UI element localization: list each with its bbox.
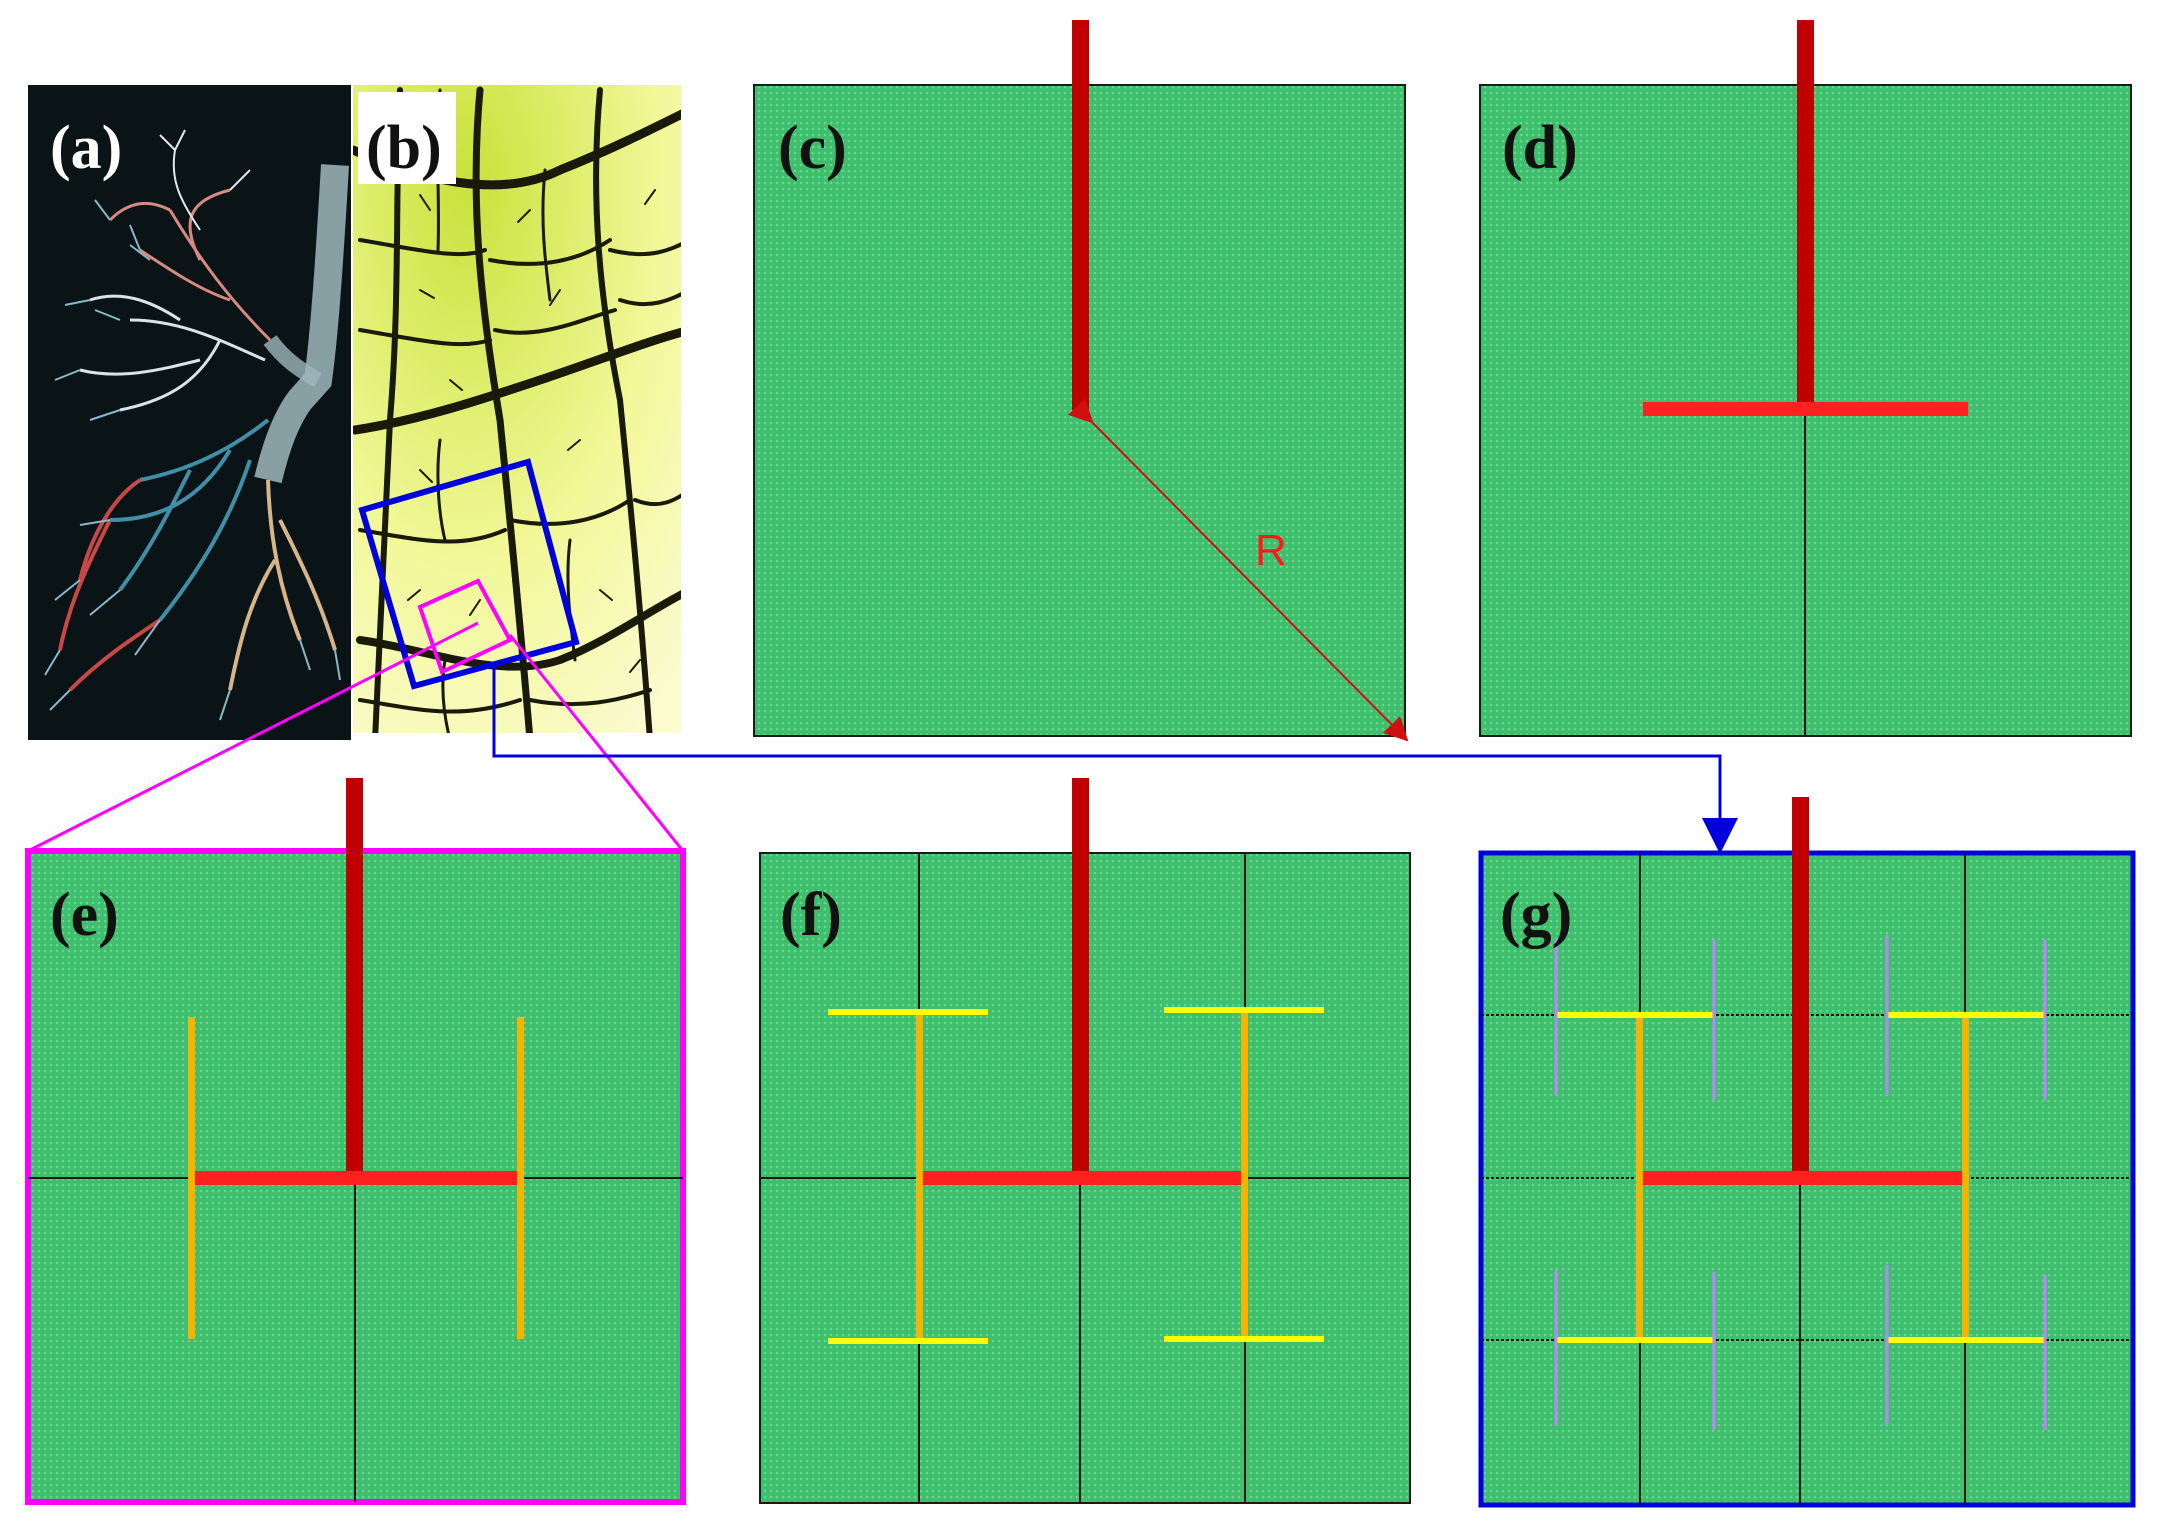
panel-a: (a) (28, 85, 351, 740)
connector-lines (27, 621, 1738, 854)
branch-f-level3-bl (828, 1338, 988, 1344)
branch-g-level3-tl (1556, 1012, 1714, 1018)
branches-g-level4 (1554, 935, 2047, 1430)
branch-f-level1 (919, 1171, 1245, 1185)
panel-c: R (c) (753, 20, 1409, 742)
branch-f-level3-tr (1164, 1007, 1324, 1013)
trunk-e (346, 778, 363, 1178)
trunk-c (1072, 20, 1089, 410)
radius-label: R (1255, 526, 1287, 575)
panel-label-a: (a) (50, 114, 122, 182)
magenta-magnify-box (417, 578, 513, 675)
magnify-connector-right (508, 634, 685, 852)
panel-label-d: (d) (1502, 114, 1578, 182)
trunk-f (1072, 778, 1089, 1178)
branch-g-level3-tr (1887, 1012, 2045, 1018)
branch-g-level3-bl (1556, 1337, 1714, 1343)
panel-b: (b) (353, 85, 681, 733)
branch-g-level2-right (1962, 1015, 1969, 1340)
branch-e-level2-left (188, 1017, 195, 1339)
branch-f-level2-left (916, 1013, 923, 1341)
branch-e-level2-right (517, 1017, 524, 1339)
blue-selection-box (358, 458, 580, 690)
branch-f-level3-tl (828, 1009, 988, 1015)
branch-g-level1 (1640, 1171, 1965, 1185)
branch-g-level3-br (1887, 1337, 2045, 1343)
trunk-d (1797, 20, 1814, 410)
branch-d-level1 (1643, 402, 1968, 416)
lung-airway-tree (44, 129, 349, 721)
panel-g: (g) (1478, 797, 2136, 1508)
panel-label-b-bg (358, 92, 456, 184)
panel-e: (e) (25, 778, 686, 1505)
panel-label-b: (b) (366, 114, 442, 182)
panel-label-c: (c) (778, 114, 847, 182)
selection-connector-arrow (492, 664, 1738, 854)
branch-f-level2-right (1241, 1013, 1248, 1341)
trunk-g (1792, 797, 1809, 1178)
radius-arrow (1068, 398, 1409, 742)
panel-label-g: (g) (1500, 881, 1572, 949)
panel-label-f: (f) (780, 881, 842, 949)
panel-f: (f) (759, 778, 1411, 1504)
branch-e-level1 (191, 1171, 519, 1185)
panel-d: (d) (1479, 20, 2132, 737)
branch-f-level3-br (1164, 1336, 1324, 1342)
magnify-connector-left (27, 621, 479, 853)
branch-g-level2-left (1636, 1015, 1643, 1340)
panel-label-e: (e) (50, 881, 119, 949)
